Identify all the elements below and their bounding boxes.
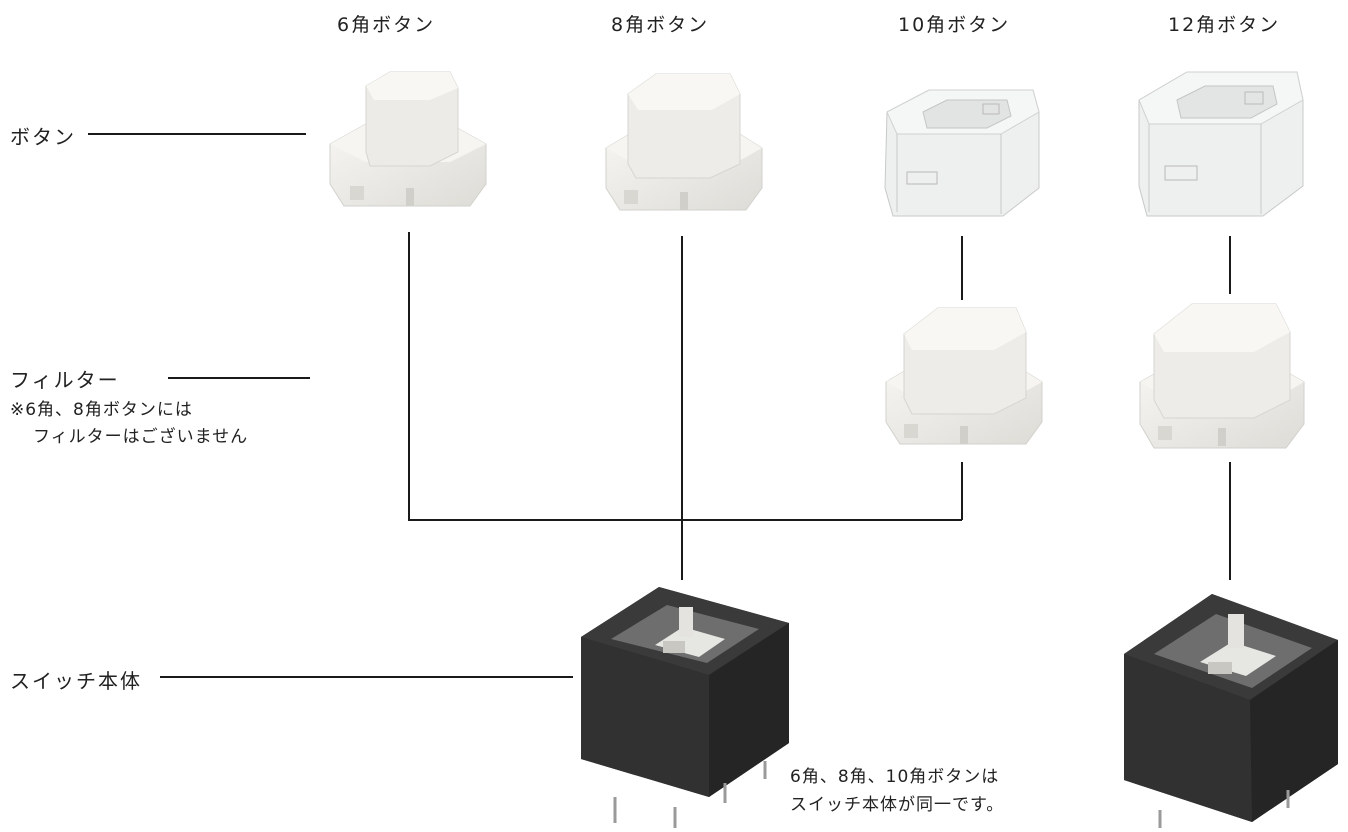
deca-button-image: [884, 89, 1040, 217]
filter-note-line-1: ※6角、8角ボタンには: [10, 400, 193, 420]
deca-filter-image: [885, 307, 1043, 445]
connector-hex-down: [408, 232, 410, 520]
column-title-oct-button: 8角ボタン: [611, 14, 710, 36]
dodeca-filter-image: [1139, 303, 1305, 449]
row-leader-filter: [168, 377, 310, 379]
connector-dodeca-button-filter: [1229, 236, 1231, 294]
oct-button-image: [605, 73, 763, 211]
row-leader-switch-body: [160, 676, 573, 678]
row-leader-button: [88, 133, 306, 135]
column-title-hex-button: 6角ボタン: [337, 14, 436, 36]
dodeca-button-image: [1138, 71, 1304, 217]
shared-body-note-line-2: スイッチ本体が同一です。: [790, 795, 1005, 815]
switch-body-dodeca-image: [1124, 594, 1338, 828]
connector-deca-filter-down: [961, 462, 963, 520]
connector-deca-button-filter: [961, 236, 963, 300]
column-title-deca-button: 10角ボタン: [898, 14, 1011, 36]
switch-body-shared-image: [581, 587, 789, 828]
row-label-filter: フィルター: [10, 368, 120, 392]
filter-note-line-2: フィルターはございません: [33, 427, 249, 447]
hex-button-image: [329, 71, 487, 207]
column-title-dodeca-button: 12角ボタン: [1168, 14, 1281, 36]
connector-shared-horizontal: [408, 519, 962, 521]
connector-dodeca-filter-down: [1229, 462, 1231, 580]
row-label-button: ボタン: [10, 125, 76, 149]
connector-oct-down: [681, 236, 683, 580]
row-label-switch-body: スイッチ本体: [10, 669, 142, 693]
shared-body-note-line-1: 6角、8角、10角ボタンは: [790, 767, 1000, 787]
